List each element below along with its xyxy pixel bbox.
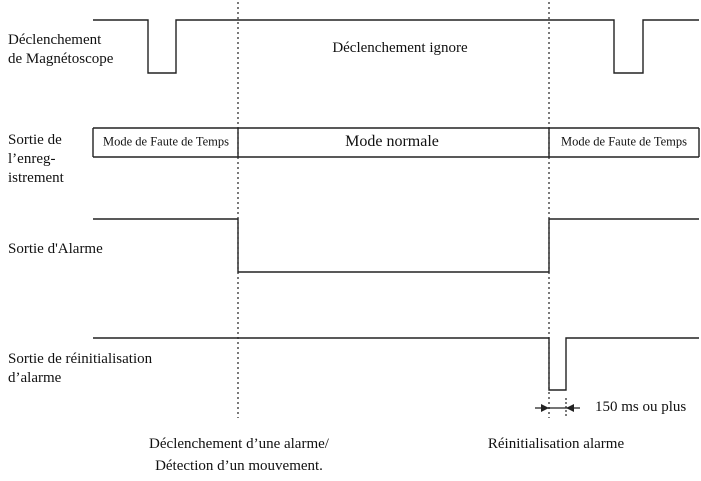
pulse-duration-arrowhead-left: [541, 404, 549, 412]
record-segment-normal: Mode normale: [345, 133, 439, 150]
vcr-trigger-label: Déclenchement de Magnétoscope: [8, 31, 113, 69]
record-segment-time-fault-right: Mode de Faute de Temps: [561, 134, 687, 149]
vcr-trigger-label-line-2: de Magnétoscope: [8, 51, 114, 67]
alarm-output-label: Sortie d'Alarme: [8, 240, 103, 259]
alarm-reset-output-label-line-1: Sortie de réinitialisation: [8, 351, 153, 367]
trigger-ignored-annotation: Déclenchement ignore: [332, 40, 468, 56]
record-segment-time-fault-left: Mode de Faute de Temps: [103, 134, 229, 149]
alarm-reset-caption: Réinitialisation alarme: [487, 436, 625, 452]
alarm-output-waveform: [93, 218, 699, 273]
pulse-duration-label: 150 ms ou plus: [595, 399, 687, 415]
pulse-duration-arrowhead-right: [566, 404, 574, 412]
record-output-label-line-1: Sortie de: [8, 132, 62, 148]
record-output-label-line-3: istrement: [8, 170, 64, 186]
record-output-label: Sortie de l’enreg- istrement: [8, 131, 64, 188]
alarm-reset-waveform: [93, 337, 699, 391]
vcr-trigger-label-line-1: Déclenchement: [8, 32, 102, 48]
alarm-reset-output-label: Sortie de réinitialisation d’alarme: [8, 350, 152, 388]
vcr-trigger-waveform: [93, 19, 699, 74]
record-output-label-line-2: l’enreg-: [8, 151, 56, 167]
alarm-trigger-caption-line-2: Détection d’un mouvement.: [155, 458, 323, 474]
alarm-reset-output-label-line-2: d’alarme: [8, 370, 62, 386]
alarm-output-label-line-1: Sortie d'Alarme: [8, 241, 103, 257]
alarm-trigger-caption-line-1: Déclenchement d’une alarme/: [149, 436, 329, 452]
